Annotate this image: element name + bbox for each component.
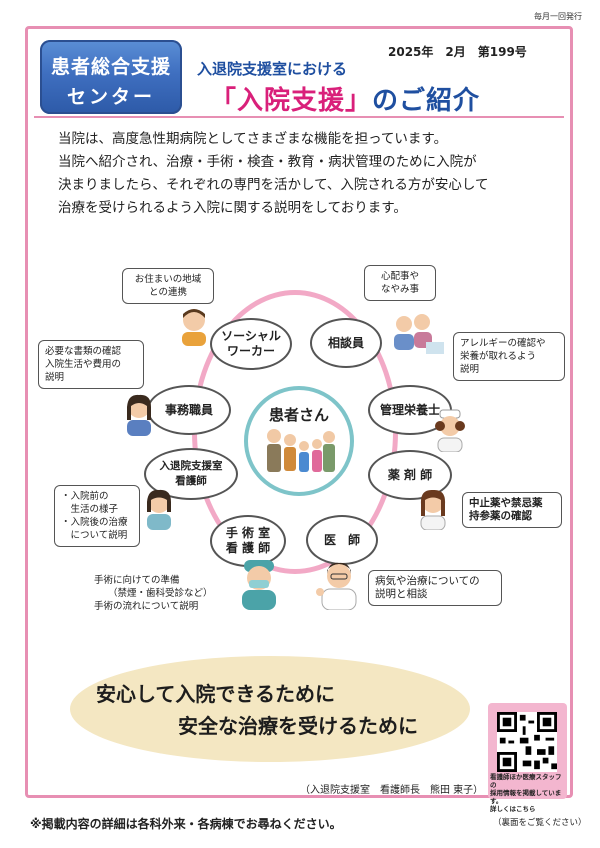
node-label: 医 師 [323,532,360,547]
patient-circle [244,386,354,496]
bubble-social-worker: お住まいの地域 との連携 [122,268,214,304]
bubble-line: 栄養が取れるよう [460,351,537,362]
issue-number: 2025年 2月 第199号 [388,45,527,59]
logo-line-1: 患者総合支援 [50,56,171,78]
bubble-line: との連携 [149,287,187,298]
doctor-person-icon [316,562,357,610]
see-back-note: （裏面をご覧ください） [493,818,587,828]
banner-line-2: 安全な治療を受けるために [178,714,418,738]
qr-caption-line: 詳しくはこちら [490,805,536,813]
node-label: 事務職員 [164,402,213,417]
family-illustration [267,429,335,472]
page-title: 「入院支援」のご紹介 [210,80,480,117]
qr-caption: 看護師ほか医療スタッフの 採用情報を掲載しています。 詳しくはこちら [490,773,566,813]
or-nurse-person-icon [242,560,276,610]
bubble-line: 必要な書類の確認 [45,346,122,357]
bubble-line: 中止薬や禁忌薬 [469,497,543,509]
title-highlight: 「入院支援」 [210,86,373,116]
bubble-ward-nurse: ・入院前の 生活の様子 ・入院後の治療 について説明 [54,485,140,547]
node-label: ソーシャル [221,329,281,343]
footer-note: ※掲載内容の詳細は各科外来・各病棟でお尋ねください。 [30,817,342,831]
issue-frequency: 毎月一回発行 [534,12,582,21]
bubble-line: お住まいの地域 [134,274,202,285]
patient-label: 患者さん [268,406,329,424]
bubble-line: 説明 [45,372,65,383]
message-banner [70,656,470,762]
bubble-line: 手術の流れについて説明 [94,601,199,612]
intro-line: 治療を受けられるよう入院に関する説明をしております。 [58,200,407,216]
pharmacist-person-icon [420,489,446,530]
bubble-doctor: 病気や治療についての 説明と相談 [368,570,502,606]
intro-text: 当院は、高度急性期病院としてさまざまな機能を担っています。 当院へ紹介され、治療… [58,128,558,220]
bubble-line: について説明 [61,530,128,541]
node-counselor: 相談員 [310,318,382,368]
node-label: 管理栄養士 [379,402,440,417]
bubble-line: 手術に向けての準備 [94,575,180,586]
node-label: 薬 剤 師 [387,467,433,482]
node-label: 入退院支援室 [159,460,223,472]
bubble-line: ・入院後の治療 [61,517,128,528]
node-social-worker: ソーシャルワーカー [210,318,292,370]
intro-line: 当院へ紹介され、治療・手術・検査・教育・病状管理のために入院が [58,154,477,170]
bubble-line: 説明と相談 [375,588,428,600]
qr-caption-line: 採用情報を掲載しています。 [490,789,562,805]
node-label: 看護師 [175,475,207,487]
node-doctor: 医 師 [306,515,378,565]
node-label: 相談員 [327,335,364,350]
logo-line-2: センター [66,86,155,108]
bubble-line: 生活の様子 [61,504,119,515]
bubble-or-nurse: 手術に向けての準備 （禁煙・歯科受診など） 手術の流れについて説明 [88,570,222,617]
node-label: 看 護 師 [225,541,271,555]
title-rest: のご紹介 [372,86,481,116]
bubble-line: なやみ事 [380,284,419,295]
dietitian-person-icon [435,409,465,452]
node-label: ワーカー [226,344,275,358]
title-divider [34,116,564,118]
author-credit: （入退院支援室 看護師長 熊田 東子） [300,785,484,796]
node-clerk: 事務職員 [147,385,231,435]
qr-code-icon[interactable] [497,712,557,772]
center-logo: 患者総合支援 センター [40,40,182,114]
bubble-dietitian: アレルギーの確認や 栄養が取れるよう 説明 [453,332,565,381]
bubble-counselor: 心配事や なやみ事 [364,265,436,301]
clerk-person-icon [127,394,151,436]
bubble-clerk: 必要な書類の確認 入院生活や費用の 説明 [38,340,144,389]
ward-nurse-person-icon [147,489,171,530]
intro-line: 当院は、高度急性期病院としてさまざまな機能を担っています。 [58,131,448,147]
bubble-line: アレルギーの確認や [460,338,546,349]
bubble-line: 病気や治療についての [375,575,480,587]
page-subtitle: 入退院支援室における [197,60,348,78]
bubble-line: ・入院前の [61,491,109,502]
counselor-person-icon [394,314,444,354]
qr-caption-line: 看護師ほか医療スタッフの [490,773,562,789]
social-worker-person-icon [182,309,206,346]
bubble-line: 説明 [460,364,480,375]
page-frame [25,26,573,798]
intro-line: 決まりましたら、それぞれの専門を活かして、入院される方が安心して [58,177,489,193]
bubble-line: 入院生活や費用の [45,359,122,370]
node-label: 手 術 室 [225,526,271,540]
bubble-line: 心配事や [380,271,419,282]
bubble-line: 持参薬の確認 [469,510,532,522]
bubble-line: （禁煙・歯科受診など） [108,588,213,599]
bubble-pharmacist: 中止薬や禁忌薬 持参薬の確認 [462,492,562,528]
banner-line-1: 安心して入院できるために [96,682,335,706]
